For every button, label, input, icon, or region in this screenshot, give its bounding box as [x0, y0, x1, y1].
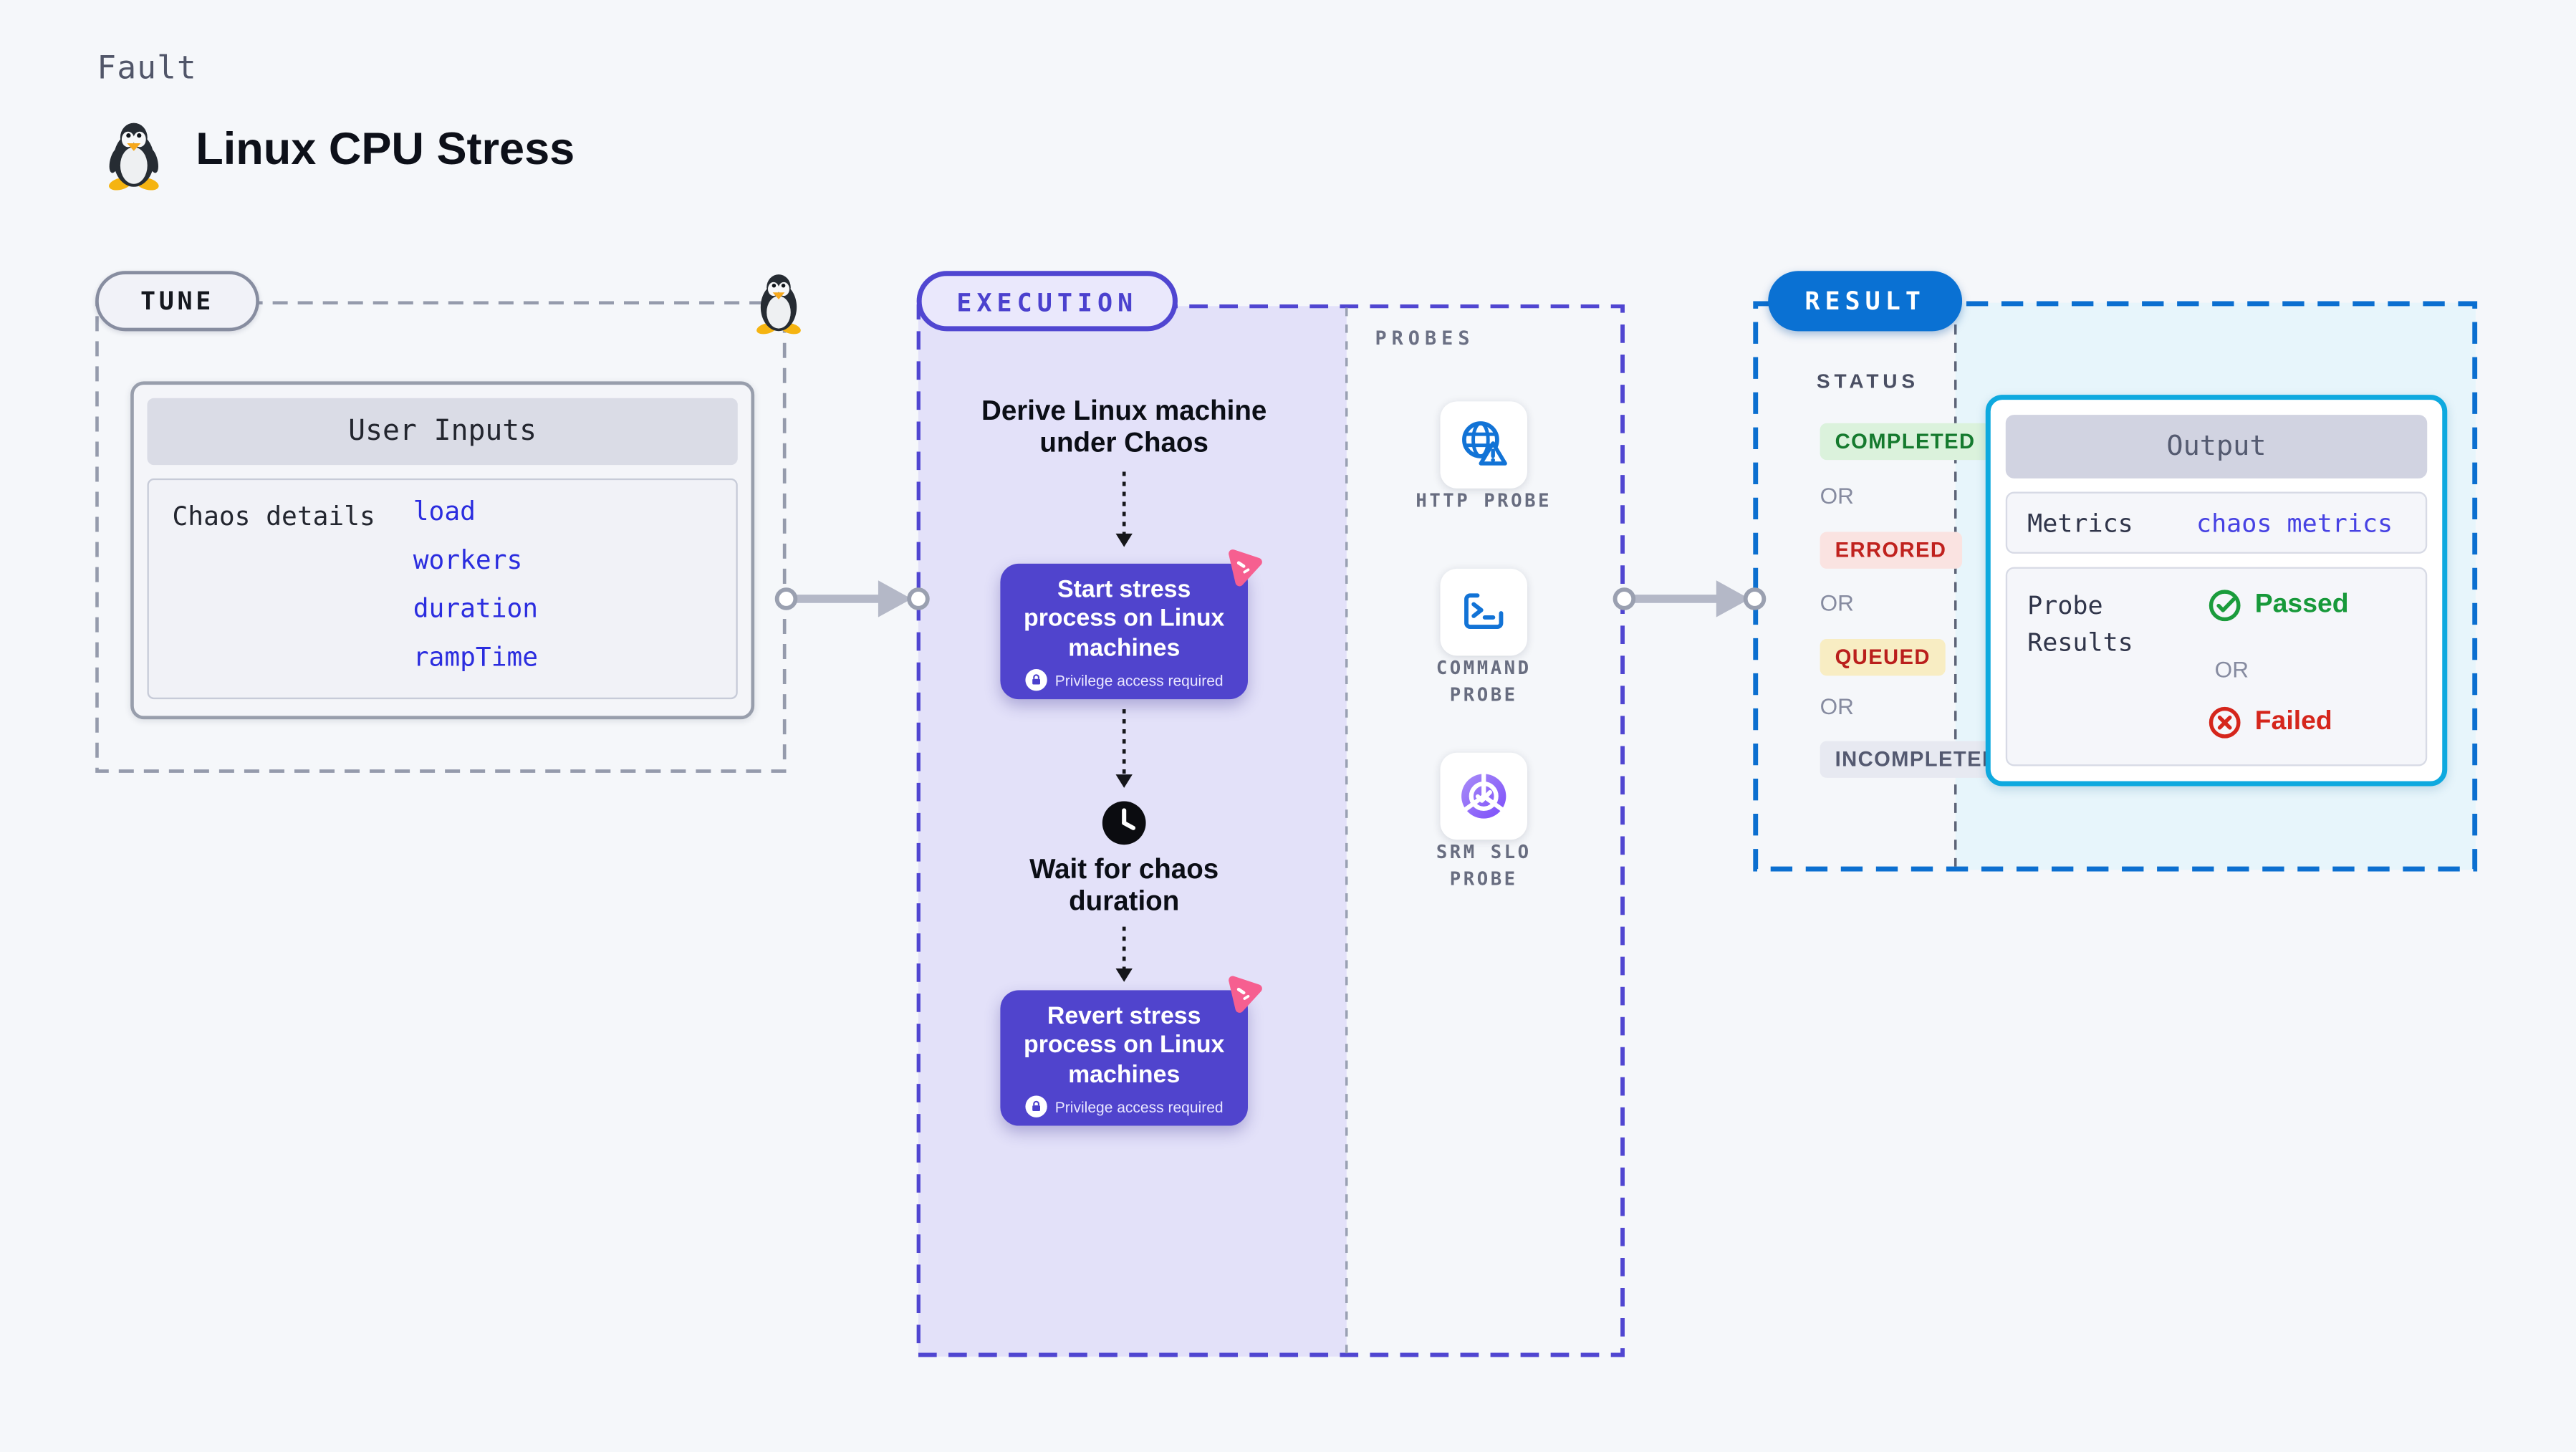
output-card-header: Output — [2005, 415, 2428, 479]
http-probe-card — [1440, 401, 1527, 489]
failed-x-icon — [2209, 706, 2241, 739]
http-probe-label: HTTP PROBE — [1416, 490, 1552, 512]
input-link-workers[interactable]: workers — [413, 545, 523, 576]
probe-results-row: Probe Results Passed OR Failed — [2005, 567, 2428, 766]
user-inputs-body: Chaos details load workers duration ramp… — [147, 478, 738, 700]
revert-stress-title: Revert stress process on Linux machines — [1024, 1004, 1225, 1089]
lock-icon — [1024, 1095, 1047, 1118]
status-badge-errored: ERRORED — [1820, 532, 1962, 569]
derive-machine-label: Derive Linux machine under Chaos — [981, 396, 1267, 459]
tux-penguin-icon — [109, 122, 159, 191]
command-probe-card — [1440, 568, 1527, 656]
revert-stress-step-card: Revert stress process on Linux machines … — [1000, 990, 1248, 1126]
tune-to-execution-connector — [774, 580, 930, 617]
chaos-details-label: Chaos details — [172, 501, 375, 532]
terminal-icon — [1464, 593, 1504, 629]
status-badge-queued: QUEUED — [1820, 639, 1946, 676]
output-card: Output Metrics chaos metrics Probe Resul… — [1985, 395, 2448, 787]
chaos-metrics-link[interactable]: chaos metrics — [2196, 508, 2393, 539]
clock-icon — [1102, 801, 1146, 845]
input-link-duration[interactable]: duration — [413, 593, 539, 624]
passed-check-icon — [2209, 590, 2241, 622]
status-badge-completed: COMPLETED — [1820, 423, 1991, 461]
user-inputs-header: User Inputs — [147, 398, 738, 466]
input-link-ramptime[interactable]: rampTime — [413, 642, 539, 673]
lock-icon — [1024, 669, 1047, 691]
start-stress-title: Start stress process on Linux machines — [1024, 577, 1225, 663]
probe-results-label: Probe Results — [2027, 590, 2133, 658]
flow-arrow-down-icon — [1115, 709, 1132, 788]
srm-slo-probe-card — [1440, 752, 1527, 840]
command-probe-label: COMMAND PROBE — [1436, 657, 1532, 706]
probes-column-header: PROBES — [1375, 326, 1475, 350]
wait-duration-label: Wait for chaos duration — [1029, 855, 1219, 918]
globe-warning-icon — [1462, 421, 1507, 466]
chaos-experiment-icon — [1229, 976, 1262, 1013]
fault-kind-label: Fault — [97, 50, 197, 87]
execution-to-result-connector — [1613, 580, 1767, 617]
tune-section-pill: TUNE — [95, 271, 259, 332]
result-section-pill: RESULT — [1768, 271, 1963, 332]
privilege-access-label: Privilege access required — [1054, 1098, 1224, 1115]
flow-arrow-down-icon — [1115, 926, 1132, 982]
status-or-label: OR — [1820, 694, 1854, 720]
privilege-access-label: Privilege access required — [1054, 671, 1224, 689]
start-stress-step-card: Start stress process on Linux machines P… — [1000, 563, 1248, 700]
tux-penguin-icon-small — [756, 274, 801, 335]
metrics-label: Metrics — [2027, 508, 2133, 539]
page-title: Linux CPU Stress — [196, 123, 575, 174]
status-column-header: STATUS — [1816, 370, 1919, 393]
execution-section-pill: EXECUTION — [916, 271, 1178, 332]
srm-slo-probe-label: SRM SLO PROBE — [1436, 841, 1532, 890]
status-or-label: OR — [1820, 590, 1854, 616]
slo-donut-check-icon — [1461, 772, 1506, 819]
user-inputs-card: User Inputs Chaos details load workers d… — [130, 381, 755, 720]
flow-arrow-down-icon — [1115, 471, 1132, 547]
chaos-experiment-icon — [1229, 549, 1262, 587]
status-badge-incompleted: INCOMPLETED — [1820, 741, 2014, 778]
failed-label: Failed — [2254, 707, 2332, 736]
metrics-row: Metrics chaos metrics — [2005, 491, 2428, 554]
passed-label: Passed — [2254, 590, 2349, 619]
input-link-load[interactable]: load — [413, 496, 476, 527]
probe-results-or-label: OR — [2214, 657, 2249, 683]
status-or-label: OR — [1820, 483, 1854, 509]
